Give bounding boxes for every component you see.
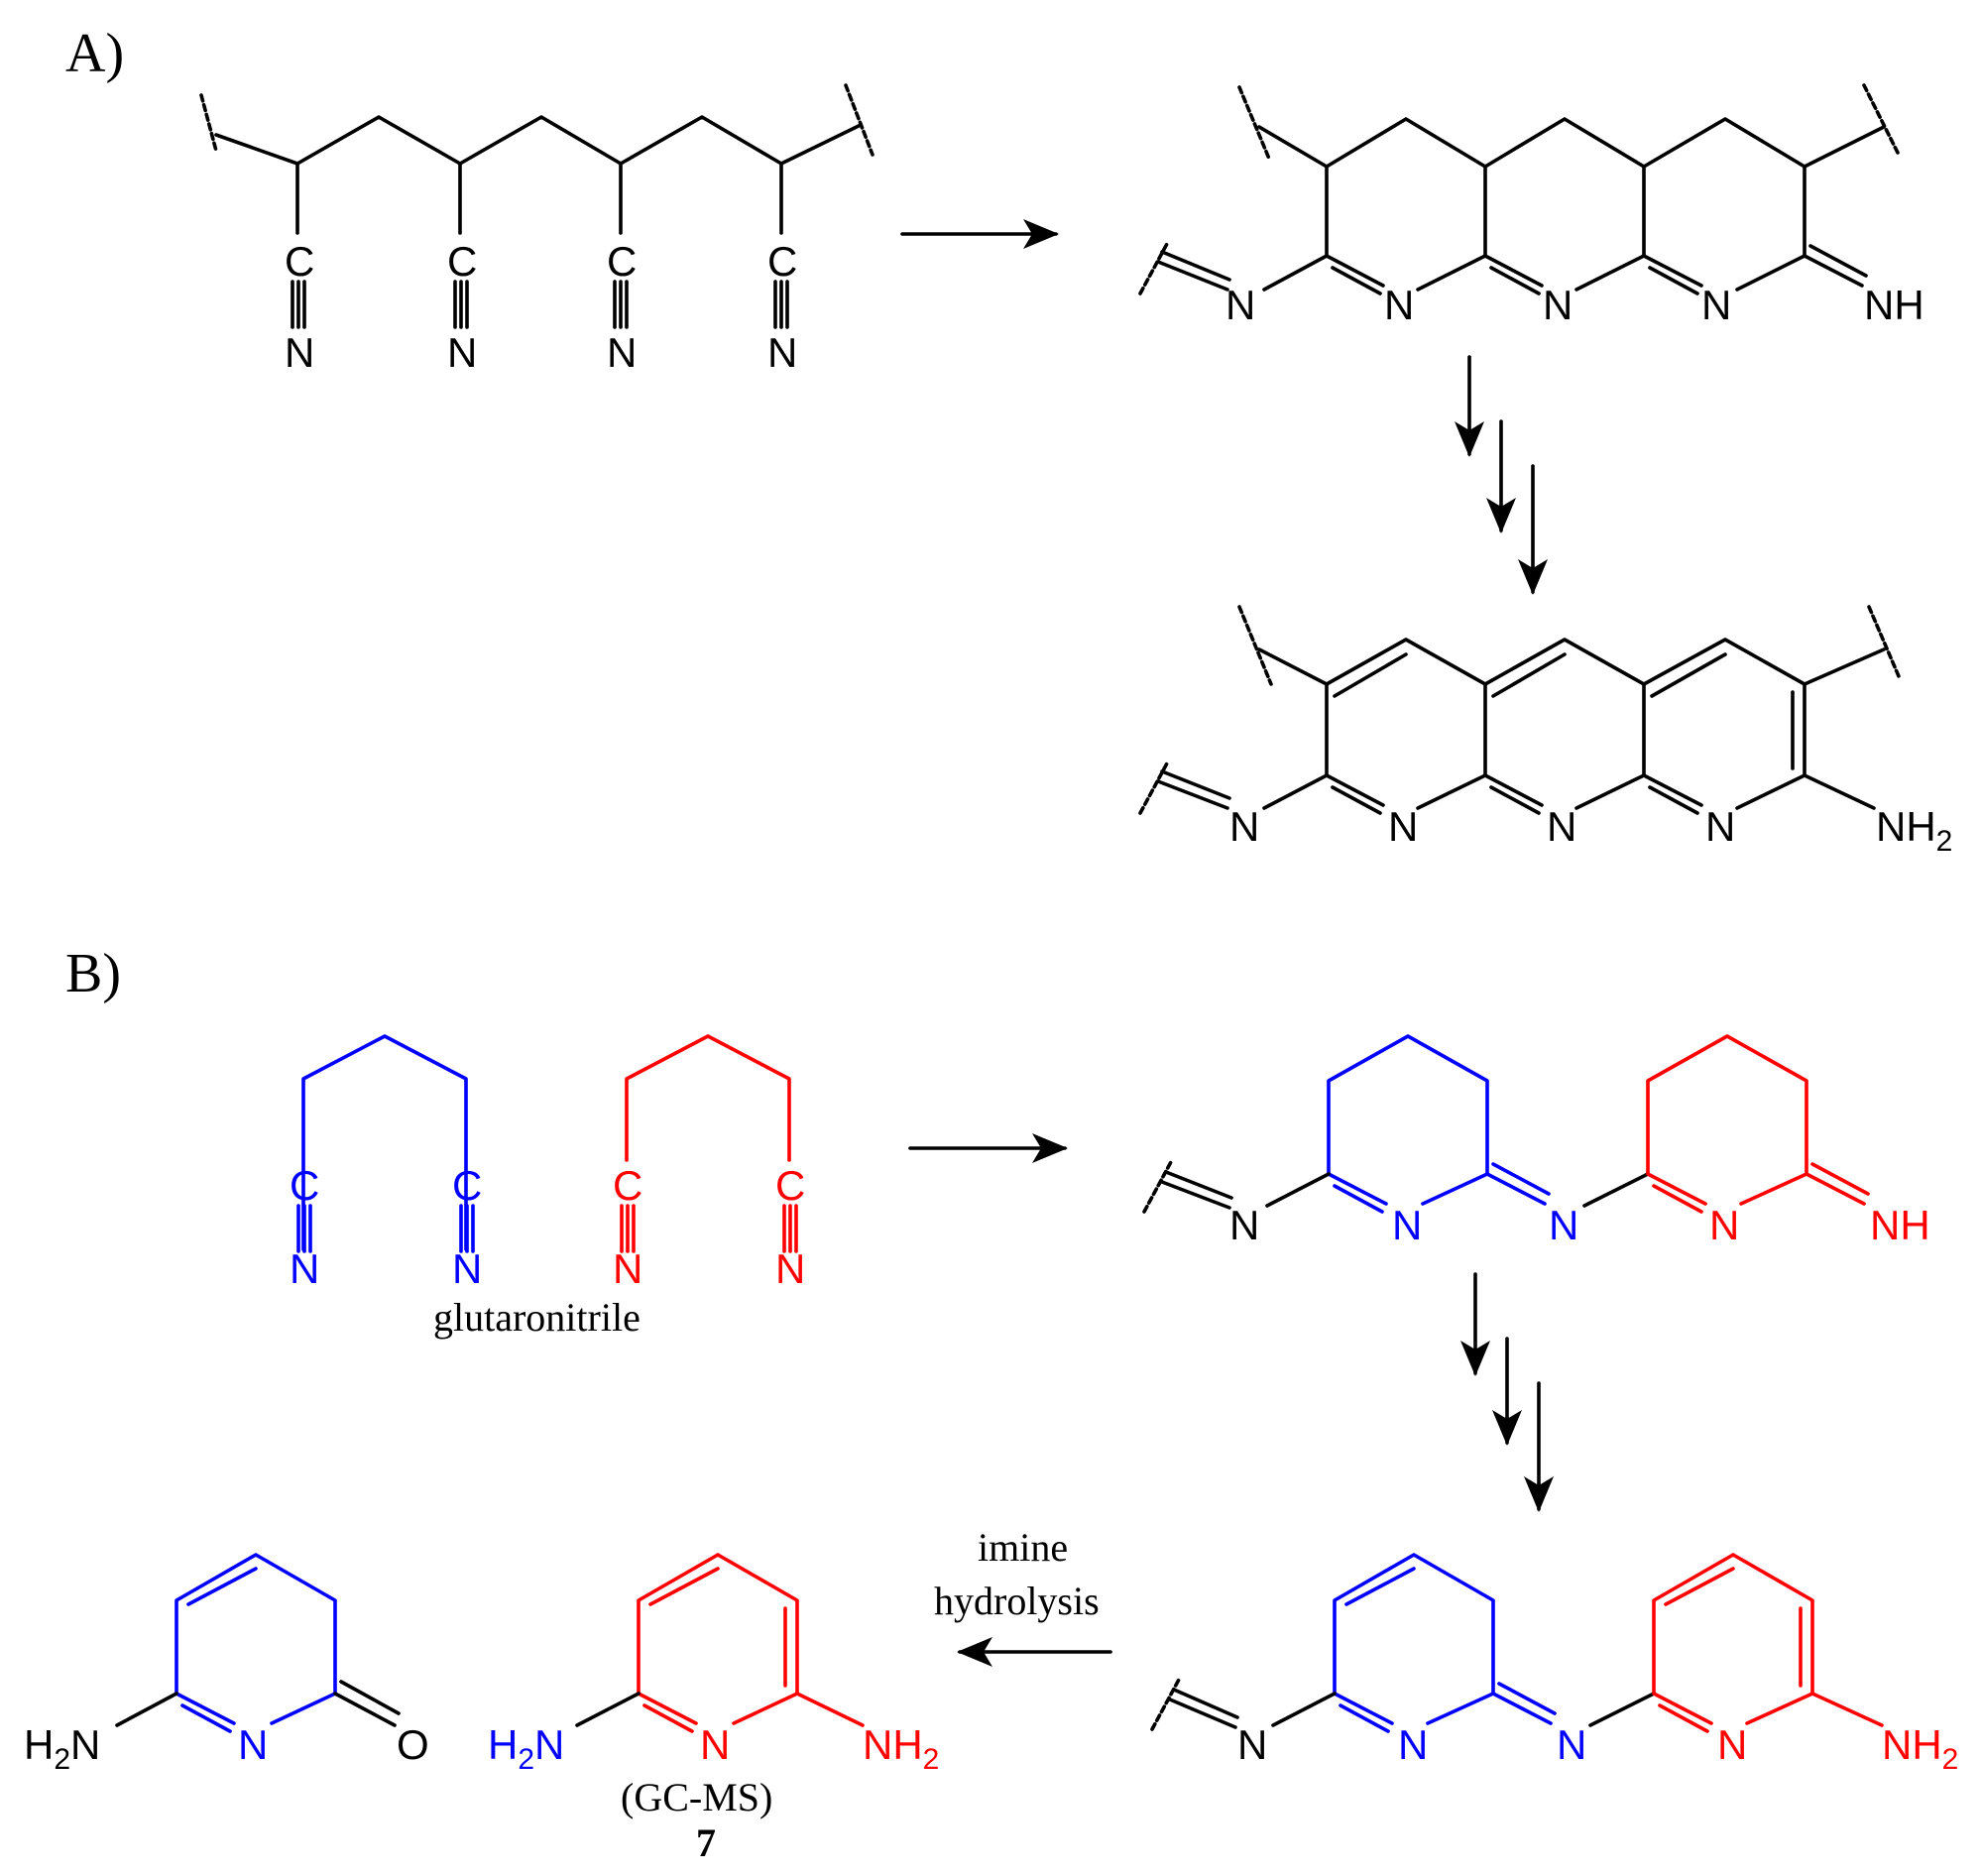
atom-c: C	[767, 238, 797, 285]
atom-h2n: H2N	[488, 1721, 564, 1776]
atom-h2n: H2N	[24, 1721, 100, 1776]
atom-n: N	[775, 1245, 805, 1292]
atom-n: N	[290, 1245, 319, 1292]
atom-c: C	[447, 238, 477, 285]
atom-nh2: NH2	[863, 1721, 939, 1776]
diaminopyridine-structure: H2N N NH2	[488, 1553, 939, 1776]
pan-backbone	[214, 115, 863, 166]
atom-n: N	[1229, 803, 1259, 850]
pan-chain-break-right	[844, 83, 874, 157]
compound-number: 7	[696, 1820, 716, 1865]
atom-n: N	[452, 1245, 482, 1292]
atom-o: O	[397, 1721, 429, 1768]
atom-nh: NH	[1870, 1202, 1930, 1248]
atom-n: N	[1237, 1721, 1267, 1768]
atom-c: C	[452, 1162, 482, 1209]
atom-n: N	[1384, 282, 1414, 328]
atom-c: C	[290, 1162, 319, 1209]
glutaronitrile-label: glutaronitrile	[433, 1295, 641, 1340]
panel-label-b: B)	[65, 943, 121, 1004]
atom-n: N	[607, 329, 637, 376]
ladder-chain-break-left	[1237, 85, 1271, 161]
cyclized-dimer-structure: N N N N NH	[1142, 1034, 1930, 1248]
atom-n: N	[1398, 1721, 1428, 1768]
hydrolysis-label: hydrolysis	[934, 1579, 1100, 1623]
atom-nh2: NH2	[1882, 1721, 1958, 1776]
atom-n: N	[1709, 1202, 1739, 1248]
atom-n: N	[285, 329, 314, 376]
atom-n: N	[613, 1245, 642, 1292]
atom-c: C	[607, 238, 637, 285]
atom-n: N	[447, 329, 477, 376]
atom-nh2: NH2	[1876, 803, 1952, 858]
ladder-chain-break-right	[1862, 83, 1901, 157]
glutaronitrile-structure: C N C N C N C N	[290, 1034, 805, 1292]
panel-label-a: A)	[65, 23, 124, 84]
atom-n: N	[1557, 1721, 1586, 1768]
aromatized-ladder-structure: N N N N NH2	[1138, 605, 1952, 858]
atom-n: N	[1543, 282, 1573, 328]
atom-n: N	[1225, 282, 1255, 328]
atom-n: N	[1701, 282, 1731, 328]
atom-n: N	[1717, 1721, 1747, 1768]
cyclized-ladder-structure: N N N N NH	[1138, 83, 1924, 328]
atom-n: N	[238, 1721, 268, 1768]
aminopyridinone-structure: H2N N O	[24, 1553, 429, 1776]
aromatized-dimer-structure: N N N N NH2	[1150, 1553, 1958, 1776]
atom-c: C	[613, 1162, 642, 1209]
atom-n: N	[1705, 803, 1735, 850]
atom-n: N	[767, 329, 797, 376]
atom-n: N	[1392, 1202, 1422, 1248]
polyacrylonitrile-structure: C N C N C N C N	[199, 83, 874, 376]
atom-n: N	[700, 1721, 730, 1768]
atom-c: C	[775, 1162, 805, 1209]
atom-n: N	[1388, 803, 1418, 850]
imine-label: imine	[978, 1525, 1068, 1570]
atom-nh: NH	[1864, 282, 1924, 328]
gcms-label: (GC-MS)	[621, 1775, 772, 1819]
atom-n: N	[1549, 1202, 1578, 1248]
atom-n: N	[1547, 803, 1576, 850]
atom-c: C	[285, 238, 314, 285]
atom-n: N	[1229, 1202, 1259, 1248]
pan-chain-break-left	[199, 93, 218, 153]
